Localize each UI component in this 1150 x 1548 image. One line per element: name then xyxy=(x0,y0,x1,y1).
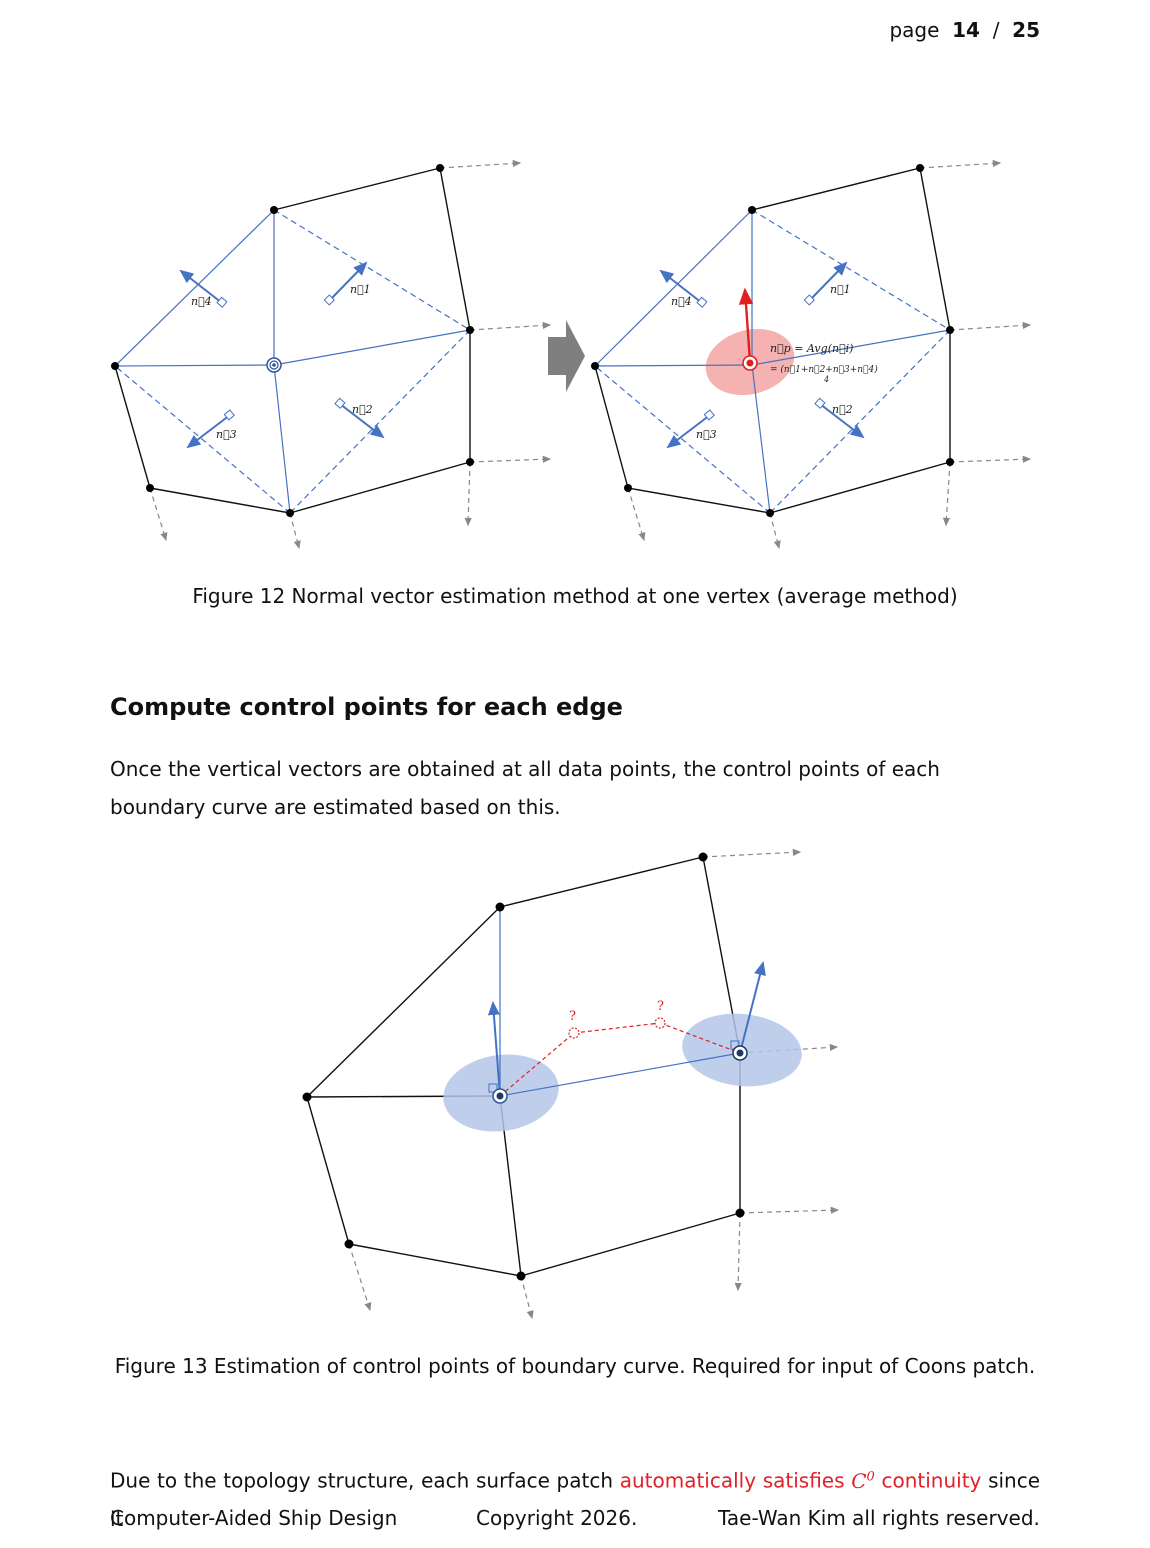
footer-rights: Tae-Wan Kim all rights reserved. xyxy=(718,1506,1040,1530)
page-number: page 14 / 25 xyxy=(889,18,1040,42)
label-n1: n⃗1 xyxy=(350,283,371,296)
label-n3-right: n⃗3 xyxy=(696,428,717,441)
section-paragraph: Once the vertical vectors are obtained a… xyxy=(110,757,940,819)
control-polygon xyxy=(499,1022,741,1097)
label-n3: n⃗3 xyxy=(216,428,237,441)
label-n2-right: n⃗2 xyxy=(832,403,853,416)
control-point-2 xyxy=(654,1017,666,1029)
average-formula: n⃗p = Avg(n⃗i) = (n⃗1+n⃗2+n⃗3+n⃗4) 4 xyxy=(770,342,878,384)
label-n4: n⃗4 xyxy=(191,295,212,308)
body-paragraph: Due to the topology structure, each surf… xyxy=(110,1468,1041,1531)
label-n2: n⃗2 xyxy=(352,403,373,416)
figure-13-caption: Figure 13 Estimation of control points o… xyxy=(114,1354,1036,1378)
mesh-left: n⃗1 n⃗2 n⃗3 n⃗4 xyxy=(111,159,552,550)
svg-text:4: 4 xyxy=(823,375,829,384)
svg-text:= (n⃗1+n⃗2+n⃗3+n⃗4): = (n⃗1+n⃗2+n⃗3+n⃗4) xyxy=(770,364,878,375)
figure-12-caption: Figure 12 Normal vector estimation metho… xyxy=(192,584,958,608)
section-heading: Compute control points for each edge xyxy=(110,693,623,721)
unknown-mark-2: ? xyxy=(657,999,664,1014)
average-normal-arrow xyxy=(738,287,754,363)
control-point-1 xyxy=(568,1027,580,1039)
label-n1-right: n⃗1 xyxy=(830,283,851,296)
svg-text:n⃗p = Avg(n⃗i): n⃗p = Avg(n⃗i) xyxy=(770,342,853,355)
transition-arrow-icon xyxy=(548,320,585,392)
unknown-mark-1: ? xyxy=(569,1009,576,1024)
footer-copyright: Copyright 2026. xyxy=(476,1506,638,1530)
label-n4-right: n⃗4 xyxy=(671,295,692,308)
figure-13: ? ? xyxy=(302,848,840,1320)
footer-course: Computer-Aided Ship Design xyxy=(110,1506,398,1530)
c-symbol: C0 xyxy=(851,1468,875,1493)
figure-12: n⃗1 n⃗2 n⃗3 n⃗4 xyxy=(111,159,1032,550)
mesh-right: n⃗1 n⃗2 n⃗3 n⃗4 n⃗p = Avg(n⃗i) = (n⃗1+n⃗… xyxy=(591,159,1032,550)
